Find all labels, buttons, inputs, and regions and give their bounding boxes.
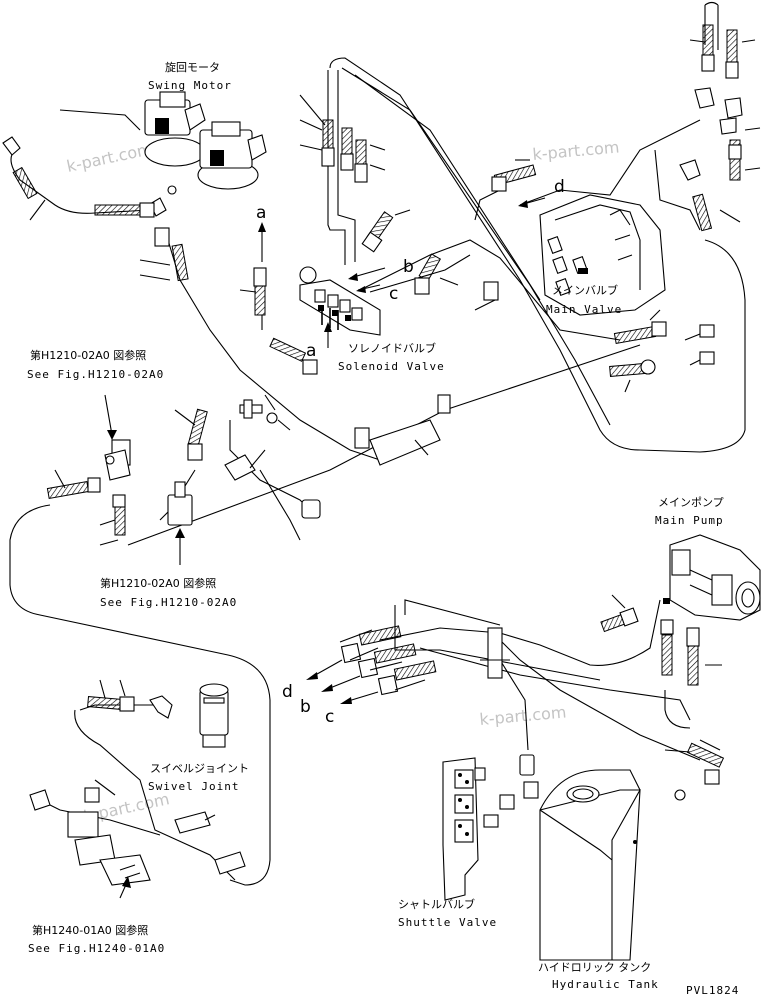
hoses-left xyxy=(2,136,189,282)
swivel-joint-label-en: Swivel Joint xyxy=(148,780,239,793)
shuttle-valve-label-en: Shuttle Valve xyxy=(398,916,497,929)
letter-a-upper: a xyxy=(256,203,266,223)
swivel-joint-label-jp: スイベルジョイント xyxy=(150,762,249,775)
letter-c-lower: c xyxy=(325,707,334,727)
ref-h1240-en: See Fig.H1240-01A0 xyxy=(28,942,165,955)
watermark-1: k-part.com xyxy=(65,139,154,176)
shuttle-valve: シャトルバルブ Shuttle Valve xyxy=(398,754,539,929)
swivel-joint: スイベルジョイント Swivel Joint xyxy=(87,679,249,793)
swing-motor-label-jp: 旋回モータ xyxy=(165,60,220,74)
ref-h1210-mid-jp: 第H1210-02A0 図参照 xyxy=(100,576,216,590)
ref-h1210-top-jp: 第H1210-02A0 図参照 xyxy=(30,348,146,362)
solenoid-valve-label-jp: ソレノイドバルブ xyxy=(348,341,436,355)
clamp-middle xyxy=(354,281,499,466)
main-valve: メインバルブ Main Valve xyxy=(539,194,666,316)
main-pump-label-en: Main Pump xyxy=(655,514,724,527)
hydraulic-tank-label-jp: ハイドロリック タンク xyxy=(538,961,651,974)
hoses-main-pump xyxy=(600,594,722,686)
letter-b-upper: b xyxy=(403,257,414,277)
letter-d-upper: d xyxy=(554,177,565,197)
shuttle-valve-label-jp: シャトルバルブ xyxy=(398,897,475,911)
drawing-code: PVL1824 xyxy=(686,984,739,997)
solenoid-valve: ソレノイドバルブ Solenoid Valve xyxy=(299,266,445,373)
hoses-top-center xyxy=(299,94,411,253)
hoses-top-right xyxy=(491,1,761,232)
watermark-2: k-part.com xyxy=(532,137,620,164)
letter-d-lower: d xyxy=(282,682,293,702)
watermark-3: k-part.com xyxy=(479,702,567,729)
letter-a-lower: a xyxy=(306,341,316,361)
letter-c-upper: c xyxy=(389,284,398,304)
hoses-lower-center: d b c xyxy=(282,625,510,727)
connection-markers-upper: a a b c d xyxy=(256,177,565,361)
ref-h1210-mid-en: See Fig.H1210-02A0 xyxy=(100,596,237,609)
hoses-solenoid xyxy=(239,253,459,375)
main-pump: メインポンプ Main Pump xyxy=(655,496,761,621)
hoses-main-valve-right xyxy=(609,309,715,393)
hose-routing xyxy=(9,57,746,886)
letter-b-lower: b xyxy=(300,697,311,717)
main-pump-label-jp: メインポンプ xyxy=(658,496,724,509)
hydraulic-tank-label-en: Hydraulic Tank xyxy=(552,978,659,991)
ref-h1240-jp: 第H1240-01A0 図参照 xyxy=(32,923,148,937)
left-middle-parts: 第H1210-02A0 図参照 See Fig.H1210-02A0 xyxy=(27,348,164,546)
swing-motor-label-en: Swing Motor xyxy=(148,79,232,92)
solenoid-valve-label-en: Solenoid Valve xyxy=(338,360,445,373)
main-valve-label-en: Main Valve xyxy=(546,303,622,316)
center-left-parts: 第H1210-02A0 図参照 See Fig.H1210-02A0 xyxy=(100,394,321,609)
ref-h1210-top-en: See Fig.H1210-02A0 xyxy=(27,368,164,381)
lower-left-parts: 第H1240-01A0 図参照 See Fig.H1240-01A0 xyxy=(28,779,246,955)
swing-motor-assembly: 旋回モータ Swing Motor xyxy=(144,60,267,217)
hydraulic-tank: ハイドロリック タンク Hydraulic Tank xyxy=(538,739,725,991)
main-valve-label-jp: メインバルブ xyxy=(552,283,618,297)
